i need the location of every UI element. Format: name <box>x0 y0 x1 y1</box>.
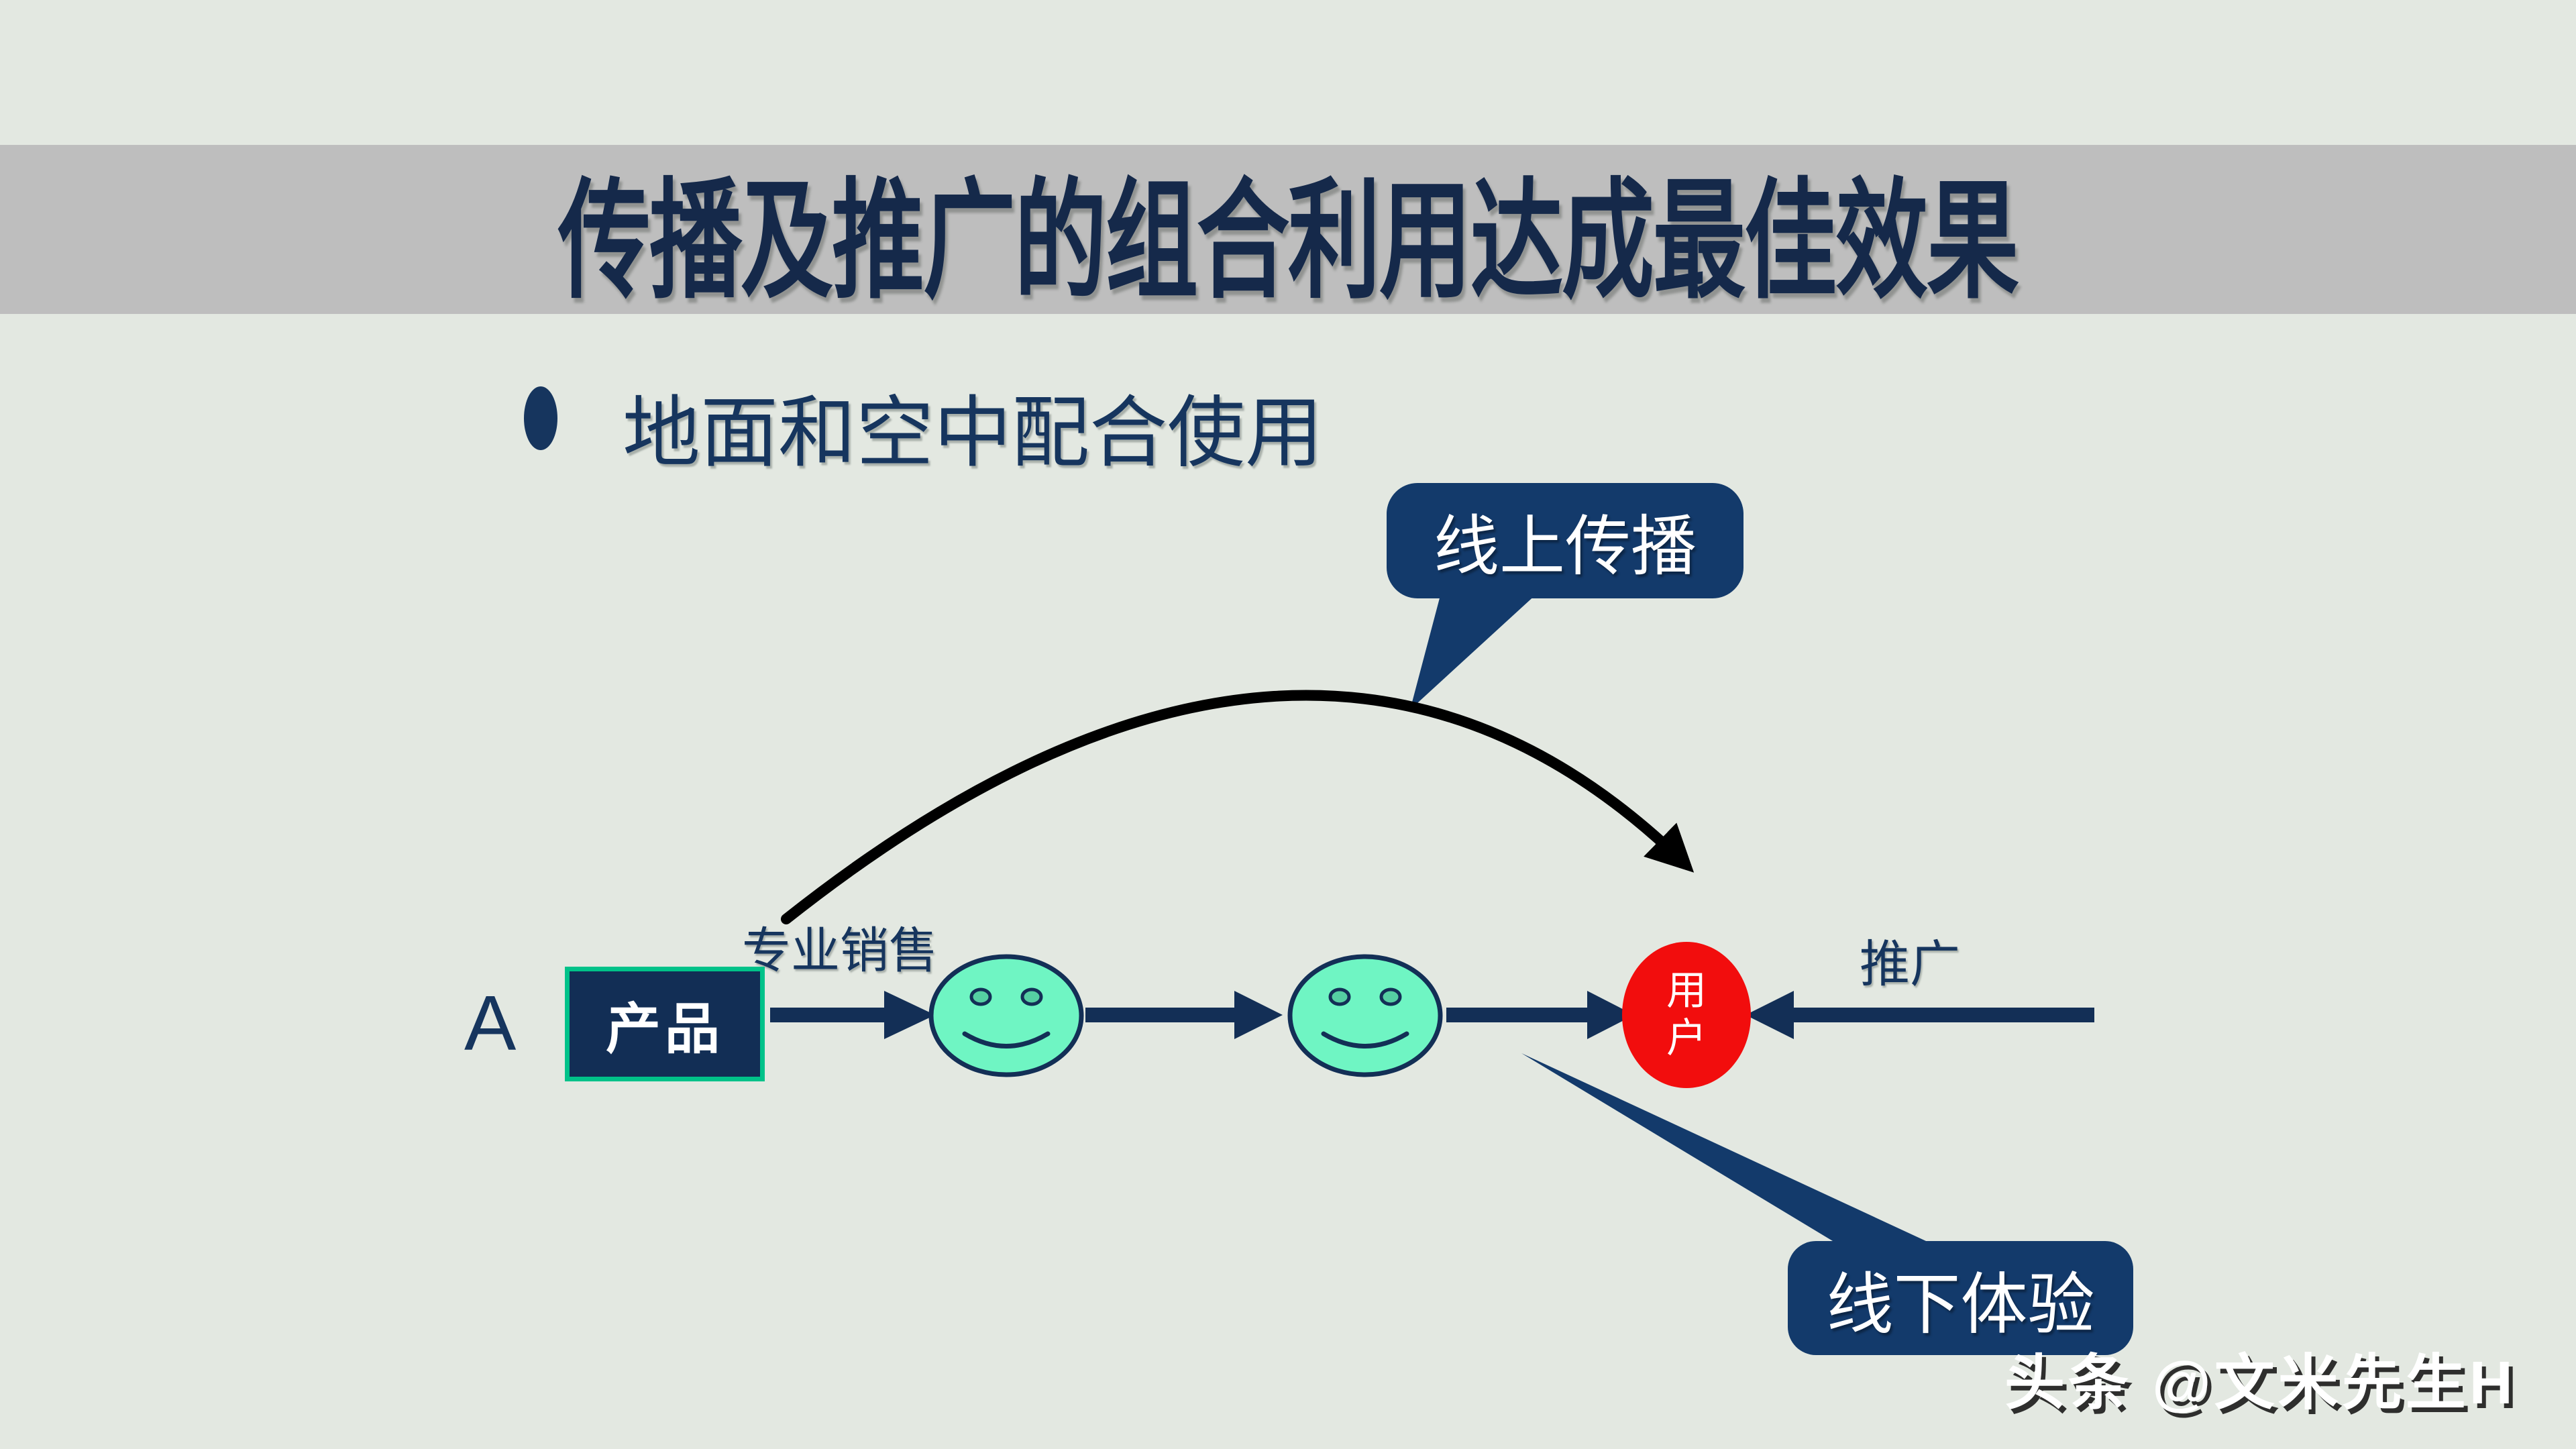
smiley-face-icon <box>928 954 1084 1077</box>
curved-arrow <box>781 690 1695 924</box>
arrow-product-to-person1 <box>770 991 935 1039</box>
user-circle: 用 户 <box>1622 942 1751 1088</box>
arrow-promotion-to-user <box>1746 991 2094 1039</box>
user-label-line2: 户 <box>1666 1016 1707 1061</box>
bullet-dot <box>524 386 557 450</box>
smiley-face-icon <box>1287 954 1443 1077</box>
online-spread-callout: 线上传播 <box>1387 483 1743 598</box>
online-spread-label: 线上传播 <box>1433 509 1697 583</box>
product-box-label: 产品 <box>605 999 724 1060</box>
offline-experience-label: 线下体验 <box>1826 1267 2095 1342</box>
row-label-a: A <box>464 979 517 1067</box>
arrow-person1-to-person2 <box>1085 991 1283 1039</box>
user-label-line1: 用 <box>1666 969 1707 1014</box>
online-callout-tail <box>1410 593 1538 710</box>
professional-sales-label: 专业销售 <box>742 924 938 978</box>
watermark-text: 头条 @文米先生H <box>2004 1350 2516 1417</box>
title-banner: 传播及推广的组合利用达成最佳效果 <box>0 145 2576 314</box>
bullet-text: 地面和空中配合使用 <box>623 389 1323 476</box>
promotion-label: 推广 <box>1860 936 1961 992</box>
arrow-person2-to-user <box>1446 991 1634 1039</box>
offline-experience-callout: 线下体验 <box>1788 1241 2133 1355</box>
product-box: 产品 <box>565 967 765 1081</box>
offline-callout-tail <box>1521 1053 1935 1245</box>
slide-title: 传播及推广的组合利用达成最佳效果 <box>557 169 2019 314</box>
